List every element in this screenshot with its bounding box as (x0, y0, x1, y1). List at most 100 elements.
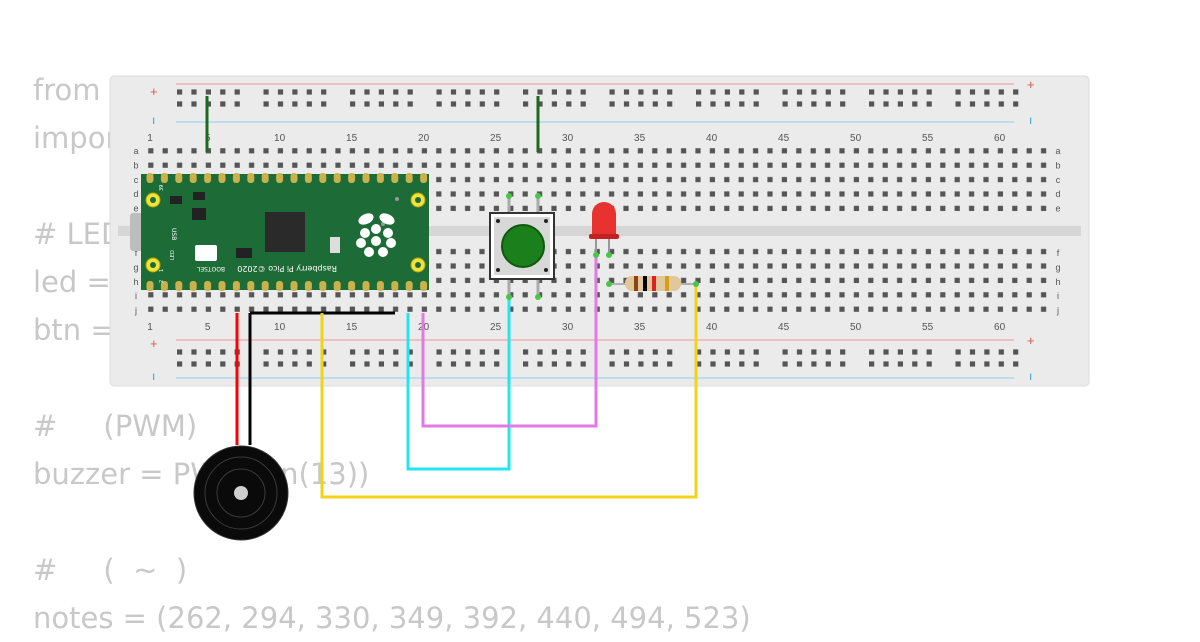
rail-hole[interactable] (378, 361, 384, 367)
rail-hole[interactable] (782, 89, 788, 95)
rail-hole[interactable] (652, 89, 658, 95)
rail-hole[interactable] (840, 89, 846, 95)
rail-hole[interactable] (292, 361, 298, 367)
rail-hole[interactable] (494, 349, 500, 355)
rail-hole[interactable] (811, 89, 817, 95)
rail-hole[interactable] (984, 101, 990, 107)
rail-hole[interactable] (825, 349, 831, 355)
rail-hole[interactable] (869, 101, 875, 107)
rail-hole[interactable] (638, 361, 644, 367)
rail-hole[interactable] (350, 101, 356, 107)
pico-pin[interactable] (420, 281, 428, 291)
pico-pin[interactable] (204, 173, 212, 183)
rail-hole[interactable] (191, 361, 197, 367)
rail-hole[interactable] (825, 101, 831, 107)
rail-hole[interactable] (840, 349, 846, 355)
rail-hole[interactable] (378, 89, 384, 95)
rail-hole[interactable] (263, 349, 269, 355)
rail-hole[interactable] (623, 101, 630, 107)
rail-hole[interactable] (926, 349, 932, 355)
pico-pin[interactable] (391, 281, 399, 291)
rail-hole[interactable] (566, 101, 572, 107)
rail-hole[interactable] (407, 361, 413, 367)
rail-hole[interactable] (652, 361, 658, 367)
rail-hole[interactable] (926, 101, 932, 107)
rail-hole[interactable] (191, 349, 197, 355)
rail-hole[interactable] (321, 101, 327, 107)
rail-hole[interactable] (883, 89, 889, 95)
rail-hole[interactable] (955, 101, 961, 107)
rail-hole[interactable] (580, 361, 586, 367)
rail-hole[interactable] (912, 361, 918, 367)
rail-hole[interactable] (494, 89, 500, 95)
rail-hole[interactable] (782, 349, 788, 355)
rail-hole[interactable] (883, 361, 889, 367)
rail-hole[interactable] (897, 349, 903, 355)
rail-hole[interactable] (234, 89, 240, 95)
rail-hole[interactable] (969, 89, 976, 95)
rail-hole[interactable] (984, 89, 990, 95)
rail-hole[interactable] (724, 361, 730, 367)
rail-hole[interactable] (393, 349, 399, 355)
pico-pin[interactable] (247, 173, 255, 183)
rail-hole[interactable] (869, 89, 875, 95)
violet-wire[interactable] (421, 255, 598, 428)
pico-pin[interactable] (189, 173, 197, 183)
rail-hole[interactable] (465, 349, 471, 355)
rail-hole[interactable] (220, 89, 226, 95)
rail-hole[interactable] (537, 89, 543, 95)
rail-hole[interactable] (926, 361, 932, 367)
rail-hole[interactable] (638, 89, 644, 95)
rail-hole[interactable] (912, 349, 918, 355)
pico-pin[interactable] (146, 281, 154, 291)
rail-hole[interactable] (277, 349, 284, 355)
rail-hole[interactable] (782, 101, 788, 107)
pico-pin[interactable] (348, 173, 356, 183)
rail-hole[interactable] (551, 349, 557, 355)
rail-hole[interactable] (724, 349, 730, 355)
rail-hole[interactable] (321, 361, 327, 367)
rail-hole[interactable] (436, 101, 442, 107)
rail-hole[interactable] (277, 89, 284, 95)
push-button[interactable] (489, 193, 555, 300)
rail-hole[interactable] (436, 349, 442, 355)
pico-pin[interactable] (146, 173, 154, 183)
rail-hole[interactable] (667, 361, 673, 367)
pico-pin[interactable] (218, 281, 226, 291)
pico-pin[interactable] (376, 173, 384, 183)
rail-hole[interactable] (465, 101, 471, 107)
rail-hole[interactable] (753, 89, 759, 95)
rail-hole[interactable] (998, 101, 1004, 107)
rail-hole[interactable] (177, 101, 183, 107)
pico-pin[interactable] (304, 281, 312, 291)
red-led[interactable] (589, 202, 619, 258)
rail-hole[interactable] (912, 89, 918, 95)
pico-pin[interactable] (189, 281, 197, 291)
rail-hole[interactable] (450, 101, 457, 107)
rail-hole[interactable] (638, 349, 644, 355)
rail-hole[interactable] (306, 349, 312, 355)
rail-hole[interactable] (811, 361, 817, 367)
rail-hole[interactable] (580, 101, 586, 107)
rail-hole[interactable] (234, 101, 240, 107)
rail-hole[interactable] (220, 101, 226, 107)
rail-hole[interactable] (537, 349, 543, 355)
rail-hole[interactable] (955, 349, 961, 355)
rail-hole[interactable] (494, 361, 500, 367)
rail-hole[interactable] (609, 361, 615, 367)
rail-hole[interactable] (551, 89, 557, 95)
pico-pin[interactable] (420, 173, 428, 183)
rail-hole[interactable] (710, 89, 716, 95)
pico-pin[interactable] (276, 281, 284, 291)
rail-hole[interactable] (796, 101, 803, 107)
button-cap[interactable] (501, 224, 545, 268)
rail-hole[interactable] (796, 89, 803, 95)
rail-hole[interactable] (378, 349, 384, 355)
rail-hole[interactable] (696, 349, 702, 355)
pico-pin[interactable] (290, 281, 298, 291)
bootsel-button[interactable] (195, 245, 217, 261)
rail-hole[interactable] (350, 89, 356, 95)
rail-hole[interactable] (609, 349, 615, 355)
rail-hole[interactable] (551, 101, 557, 107)
rail-hole[interactable] (407, 89, 413, 95)
